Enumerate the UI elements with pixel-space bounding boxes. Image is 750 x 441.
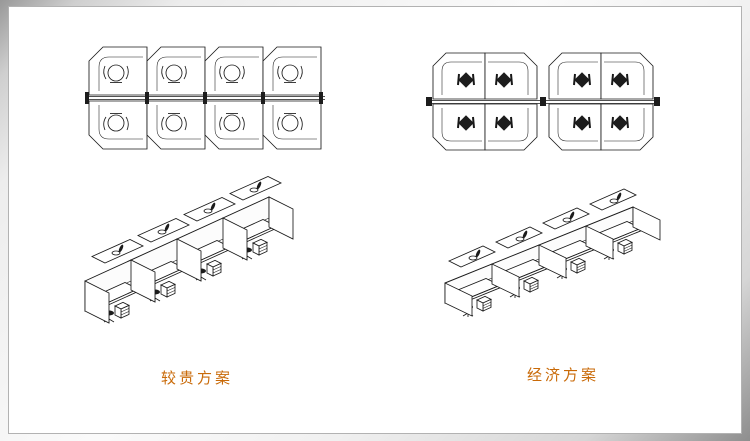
cad-drawing-canvas — [84, 46, 661, 324]
back-workstation — [542, 207, 590, 230]
caption-economic-plan: 经济方案 — [526, 366, 599, 384]
back-workstation — [495, 226, 543, 249]
back-workstation — [229, 176, 282, 201]
panel-post — [654, 97, 660, 106]
cluster — [432, 52, 538, 151]
workstation-unit — [88, 100, 148, 150]
workstation-unit — [204, 100, 264, 150]
workstation-unit — [204, 46, 264, 96]
mirrored-row — [88, 100, 322, 150]
floor-plan-economic — [426, 52, 660, 151]
divider-panel — [632, 206, 661, 241]
divider-panel — [268, 196, 294, 240]
cluster — [548, 52, 654, 151]
iso-view-economic — [444, 188, 661, 318]
panel-post — [145, 92, 149, 104]
iso-view-expensive — [84, 176, 294, 324]
floor-plan-expensive — [85, 46, 325, 150]
workstation-unit — [262, 46, 322, 96]
panel-post — [540, 97, 546, 106]
back-workstation — [589, 188, 637, 211]
panel-post — [85, 92, 89, 104]
back-workstation — [448, 245, 496, 268]
drawing-page: 较贵方案 经济方案 — [8, 6, 742, 434]
panel-post — [261, 92, 265, 104]
workstation-unit — [88, 46, 148, 96]
workstation-unit — [146, 46, 206, 96]
workstation-unit — [146, 100, 206, 150]
workstation-unit — [262, 100, 322, 150]
caption-expensive-plan: 较贵方案 — [160, 369, 233, 387]
panel-post — [203, 92, 207, 104]
panel-post — [426, 97, 432, 106]
panel-post — [319, 92, 323, 104]
